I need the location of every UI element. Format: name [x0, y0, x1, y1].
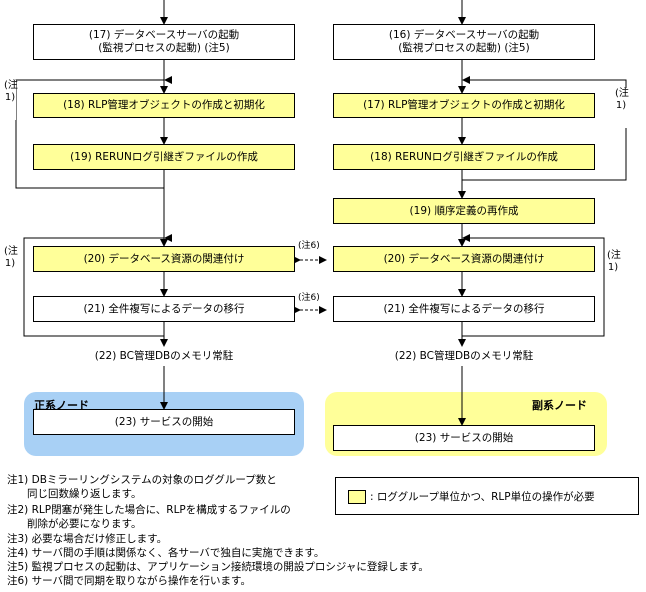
secondary-node-label: 副系ノード: [532, 399, 587, 412]
footnote: 注4) サーバ間の手順は関係なく、各サーバで独自に実施できます。: [7, 547, 325, 559]
left-step-20: (20) データベース資源の関連付け: [33, 246, 295, 272]
right-step-22: (22) BC管理DBのメモリ常駐: [394, 349, 534, 362]
right-step-20: (20) データベース資源の関連付け: [333, 246, 595, 272]
footnote: 注6) サーバ間で同期を取りながら操作を行います。: [7, 575, 251, 587]
left-loop2-note: (注1): [4, 246, 18, 286]
legend-swatch: [348, 490, 366, 504]
right-step-18: (18) RERUNログ引継ぎファイルの作成: [333, 144, 595, 170]
right-step-21: (21) 全件複写によるデータの移行: [333, 296, 595, 322]
footnote: 注1) DBミラーリングシステムの対象のロググループ数と: [7, 474, 277, 486]
footnote: 注5) 監視プロセスの起動は、アプリケーション接続環境の開設プロシジャに登録しま…: [7, 561, 429, 573]
legend: : ロググループ単位かつ、RLP単位の操作が必要: [335, 477, 639, 515]
right-step-17: (17) RLP管理オブジェクトの作成と初期化: [333, 93, 595, 118]
left-step-19: (19) RERUNログ引継ぎファイルの作成: [33, 144, 295, 170]
right-step-16-line2: (監視プロセスの起動) (注5): [398, 42, 530, 54]
right-step-16-line1: (16) データベースサーバの起動: [388, 29, 540, 41]
right-step-16: (16) データベースサーバの起動 (監視プロセスの起動) (注5): [333, 24, 595, 60]
left-step-17-line1: (17) データベースサーバの起動: [88, 29, 240, 41]
sync-note-1: (注6): [296, 238, 322, 251]
sync-note-2: (注6): [296, 290, 322, 303]
footnote: 削除が必要になります。: [7, 518, 142, 530]
legend-text: : ロググループ単位かつ、RLP単位の操作が必要: [370, 491, 595, 503]
right-step-19: (19) 順序定義の再作成: [333, 198, 595, 224]
right-step-23: (23) サービスの開始: [333, 425, 595, 451]
primary-node-label: 正系ノード: [34, 399, 89, 412]
footnote: 注2) RLP閉塞が発生した場合に、RLPを構成するファイルの: [7, 504, 291, 516]
left-step-17-line2: (監視プロセスの起動) (注5): [98, 42, 230, 54]
footnote: 注3) 必要な場合だけ修正します。: [7, 533, 168, 545]
right-loop2-note: (注1): [607, 250, 621, 290]
left-step-21: (21) 全件複写によるデータの移行: [33, 296, 295, 322]
left-step-18: (18) RLP管理オブジェクトの作成と初期化: [33, 93, 295, 118]
left-step-22: (22) BC管理DBのメモリ常駐: [94, 349, 234, 362]
left-step-23: (23) サービスの開始: [33, 409, 295, 435]
left-loop1-note: (注1): [4, 80, 18, 120]
left-step-17: (17) データベースサーバの起動 (監視プロセスの起動) (注5): [33, 24, 295, 60]
right-loop1-note: (注1): [615, 88, 629, 128]
footnote: 同じ回数繰り返します。: [7, 488, 142, 500]
